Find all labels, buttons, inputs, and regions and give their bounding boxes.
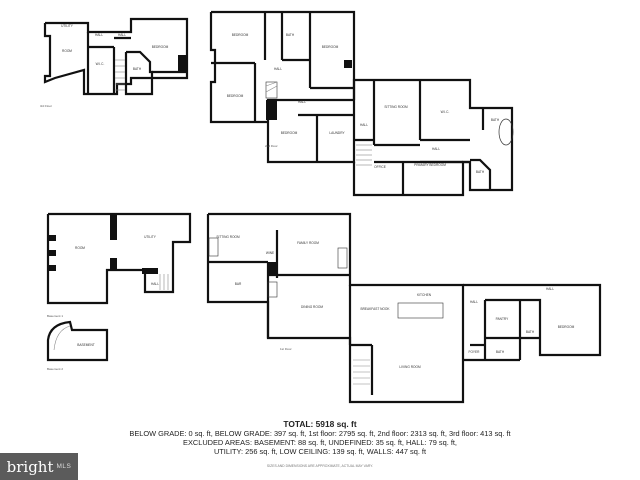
- basement-1-plan: ROOM UTILITY HALL Basement 1: [46, 212, 192, 318]
- svg-text:W.I.C.: W.I.C.: [441, 110, 450, 114]
- area-breakdown-line-2: EXCLUDED AREAS: BASEMENT: 88 sq. ft, UND…: [183, 438, 457, 447]
- svg-text:Basement 2: Basement 2: [47, 367, 63, 371]
- logo-suffix: MLS: [56, 463, 72, 470]
- svg-text:WINE: WINE: [266, 251, 274, 255]
- logo-brand: bright: [6, 457, 54, 476]
- svg-text:BATH: BATH: [476, 170, 485, 174]
- svg-text:BEDROOM: BEDROOM: [232, 33, 249, 37]
- svg-text:SITTING ROOM: SITTING ROOM: [216, 235, 240, 239]
- svg-text:FOYER: FOYER: [469, 350, 481, 354]
- svg-text:DINING ROOM: DINING ROOM: [301, 305, 323, 309]
- svg-text:BATH: BATH: [286, 33, 295, 37]
- svg-text:Basement 1: Basement 1: [47, 314, 63, 318]
- svg-text:HALL: HALL: [360, 123, 368, 127]
- svg-text:PRIMARY BEDROOM: PRIMARY BEDROOM: [414, 163, 446, 167]
- first-floor-plan: SITTING ROOM FAMILY ROOM WINE BAR DINING…: [206, 212, 602, 404]
- svg-text:FAMILY ROOM: FAMILY ROOM: [297, 241, 319, 245]
- svg-text:ROOM: ROOM: [75, 246, 85, 250]
- svg-text:BATH: BATH: [526, 330, 535, 334]
- svg-text:HALL: HALL: [274, 67, 282, 71]
- svg-text:UTILITY: UTILITY: [144, 235, 157, 239]
- svg-text:3rd Floor: 3rd Floor: [40, 104, 52, 108]
- svg-text:BASEMENT: BASEMENT: [77, 343, 95, 347]
- svg-text:KITCHEN: KITCHEN: [417, 293, 432, 297]
- svg-text:ROOM: ROOM: [62, 49, 72, 53]
- svg-text:W.I.C.: W.I.C.: [96, 62, 105, 66]
- bright-mls-logo: bright MLS: [0, 453, 78, 480]
- svg-text:HALL: HALL: [546, 287, 554, 291]
- svg-text:BEDROOM: BEDROOM: [558, 325, 575, 329]
- svg-text:HALL: HALL: [298, 100, 306, 104]
- svg-text:BEDROOM: BEDROOM: [281, 131, 298, 135]
- svg-text:HALL: HALL: [432, 147, 440, 151]
- svg-text:HALL: HALL: [95, 33, 103, 37]
- disclaimer: SIZES AND DIMENSIONS ARE APPROXIMATE, AC…: [266, 464, 374, 468]
- svg-text:SITTING ROOM: SITTING ROOM: [384, 105, 408, 109]
- floor-plan-drawing: UTILITY ROOM HALL HALL W.I.C. BATH BEDRO…: [40, 10, 602, 404]
- svg-text:2nd Floor: 2nd Floor: [265, 144, 278, 148]
- svg-text:BAR: BAR: [235, 282, 242, 286]
- basement-2-plan: BASEMENT Basement 2: [46, 320, 109, 371]
- area-summary: TOTAL: 5918 sq. ft BELOW GRADE: 0 sq. ft…: [0, 419, 640, 457]
- svg-text:OFFICE: OFFICE: [374, 165, 386, 169]
- svg-text:BATH: BATH: [491, 118, 500, 122]
- svg-text:BEDROOM: BEDROOM: [227, 94, 244, 98]
- svg-text:BEDROOM: BEDROOM: [322, 45, 339, 49]
- svg-text:BEDROOM: BEDROOM: [152, 45, 169, 49]
- svg-text:BATH: BATH: [133, 67, 142, 71]
- svg-text:HALL: HALL: [470, 300, 478, 304]
- svg-text:UTILITY: UTILITY: [61, 24, 74, 28]
- svg-text:PANTRY: PANTRY: [496, 317, 510, 321]
- svg-text:1st Floor: 1st Floor: [280, 347, 292, 351]
- area-breakdown-line-1: BELOW GRADE: 0 sq. ft, BELOW GRADE: 397 …: [129, 429, 511, 438]
- svg-text:BATH: BATH: [496, 350, 505, 354]
- svg-text:LIVING ROOM: LIVING ROOM: [399, 365, 421, 369]
- svg-text:HALL: HALL: [151, 282, 159, 286]
- area-breakdown-line-3: UTILITY: 256 sq. ft, LOW CEILING: 139 sq…: [213, 447, 427, 456]
- svg-text:HALL: HALL: [118, 33, 126, 37]
- second-floor-plan: BEDROOM BATH BEDROOM HALL BEDROOM HALL B…: [209, 10, 514, 197]
- svg-text:LAUNDRY: LAUNDRY: [329, 131, 345, 135]
- total-area: TOTAL: 5918 sq. ft: [283, 419, 357, 429]
- svg-text:BREAKFAST NOOK: BREAKFAST NOOK: [361, 307, 391, 311]
- third-floor-plan: UTILITY ROOM HALL HALL W.I.C. BATH BEDRO…: [40, 17, 189, 108]
